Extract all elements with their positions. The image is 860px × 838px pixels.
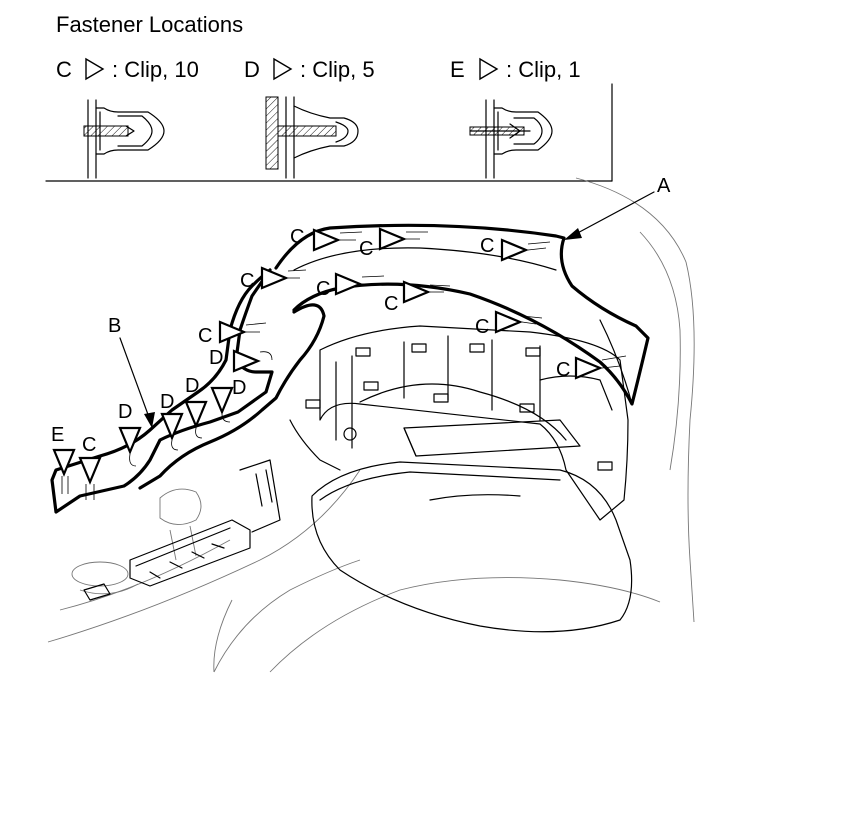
fastener-marker-c: C <box>198 320 267 347</box>
glove-box <box>311 419 633 633</box>
center-console <box>83 459 281 601</box>
svg-text:C: C <box>384 293 398 315</box>
fastener-marker-c: C <box>359 227 428 260</box>
legend-text-e: : Clip, 1 <box>506 57 581 82</box>
fastener-marker-d: D <box>209 347 273 373</box>
fastener-c-triangle-icon <box>334 272 363 296</box>
callout-a: A <box>564 175 671 240</box>
svg-text:C: C <box>82 434 96 456</box>
legend-text-c: : Clip, 10 <box>112 57 199 82</box>
callout-a-arrowhead-icon <box>564 228 582 240</box>
fastener-c-triangle-icon <box>218 320 247 344</box>
svg-text:E: E <box>51 424 64 446</box>
fastener-d-triangle-icon <box>118 426 142 455</box>
fastener-c-triangle-icon <box>402 280 431 304</box>
fastener-marker-c: C <box>240 266 307 292</box>
legend-letter-e: E <box>450 57 465 82</box>
svg-text:D: D <box>160 391 174 413</box>
fastener-c-triangle-icon <box>494 310 523 334</box>
fastener-c-triangle-icon <box>312 228 341 252</box>
clip-c-illustration-icon <box>83 99 165 179</box>
fastener-marker-c: C <box>475 310 543 338</box>
fastener-d-triangle-icon <box>210 386 234 415</box>
fastener-marker-c: C <box>480 235 551 262</box>
fastener-markers: C C C C C C C <box>51 226 627 500</box>
fastener-d-triangle-icon <box>184 400 208 429</box>
fastener-marker-d: D <box>184 377 246 439</box>
clip-e-triangle-icon <box>479 57 499 81</box>
svg-text:C: C <box>359 238 373 260</box>
fastener-c-triangle-icon <box>574 356 603 380</box>
fastener-c-triangle-icon <box>378 227 407 251</box>
fastener-c-triangle-icon <box>78 456 102 485</box>
clip-e-illustration-icon <box>469 99 553 179</box>
clip-c-triangle-icon <box>85 57 105 81</box>
fastener-marker-c: C <box>78 434 102 500</box>
legend-letter-c: C <box>56 57 72 82</box>
fastener-c-triangle-icon <box>500 238 529 262</box>
callout-a-label: A <box>657 175 671 197</box>
fastener-marker-c: C <box>290 226 363 252</box>
svg-text:C: C <box>556 359 570 381</box>
callout-b-label: B <box>108 315 121 337</box>
svg-text:D: D <box>209 347 223 369</box>
svg-text:C: C <box>475 316 489 338</box>
panel-a <box>274 223 650 406</box>
fastener-d-triangle-icon <box>232 349 261 373</box>
svg-text:C: C <box>480 235 494 257</box>
svg-text:D: D <box>185 375 199 397</box>
legend-item-d: D : Clip, 5 <box>244 57 375 82</box>
svg-text:D: D <box>118 401 132 423</box>
svg-text:D: D <box>232 377 246 399</box>
fastener-c-triangle-icon <box>260 266 289 290</box>
legend-item-c: C : Clip, 10 <box>56 57 199 82</box>
svg-text:C: C <box>240 270 254 292</box>
legend-text-d: : Clip, 5 <box>300 57 375 82</box>
legend-letter-d: D <box>244 57 260 82</box>
svg-text:C: C <box>290 226 304 248</box>
vehicle-background <box>47 177 695 673</box>
legend: C : Clip, 10 D : Clip, 5 E : Clip, 1 <box>45 57 613 182</box>
clip-d-triangle-icon <box>273 57 293 81</box>
fastener-marker-d: D <box>118 401 142 467</box>
fastener-marker-d: D <box>160 391 184 451</box>
callout-b-arrowhead-icon <box>144 412 155 428</box>
svg-text:C: C <box>198 325 212 347</box>
fastener-marker-c: C <box>316 272 385 300</box>
fastener-marker-d: D <box>185 375 234 423</box>
legend-item-e: E : Clip, 1 <box>450 57 581 82</box>
fastener-marker-c: C <box>556 355 627 381</box>
fastener-d-triangle-icon <box>160 412 184 441</box>
dashboard-frame <box>289 325 629 521</box>
fastener-marker-e: E <box>51 424 76 494</box>
diagram-title: Fastener Locations <box>56 12 243 37</box>
callout-b: B <box>108 315 155 428</box>
fastener-e-triangle-icon <box>52 448 76 477</box>
clip-d-illustration-icon <box>265 96 359 179</box>
fastener-marker-c: C <box>384 280 451 315</box>
svg-text:C: C <box>316 278 330 300</box>
